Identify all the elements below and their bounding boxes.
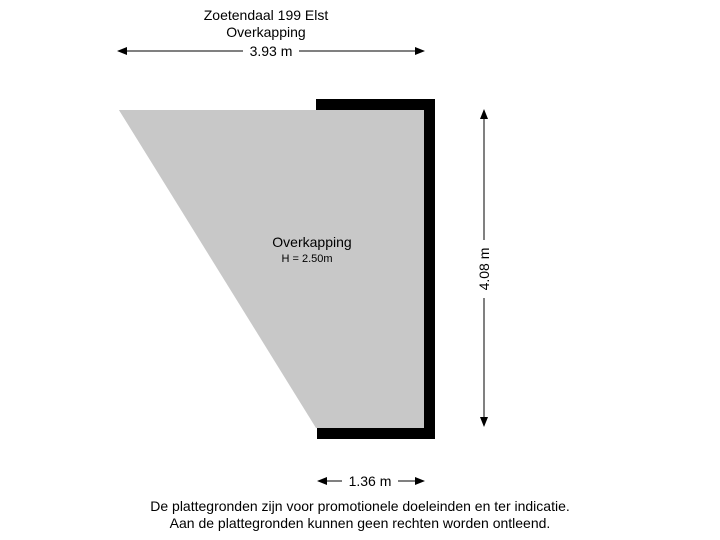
disclaimer-line-2: Aan de plattegronden kunnen geen rechten…	[169, 515, 551, 531]
wall-bottom	[317, 428, 435, 439]
plan-address: Zoetendaal 199 Elst	[203, 7, 329, 23]
wall-right	[424, 99, 435, 439]
right-dimension-label: 4.08 m	[476, 248, 492, 291]
room-name: Overkapping	[272, 234, 351, 250]
bottom-dimension: 1.36 m	[317, 473, 425, 489]
top-dimension: 3.93 m	[117, 43, 425, 59]
top-dimension-label: 3.93 m	[250, 43, 293, 59]
plan-floor-name: Overkapping	[226, 24, 306, 40]
room-area-body	[119, 110, 424, 428]
right-dimension: 4.08 m	[476, 109, 492, 427]
bottom-dimension-label: 1.36 m	[349, 473, 392, 489]
disclaimer-line-1: De plattegronden zijn voor promotionele …	[150, 498, 570, 514]
wall-top	[316, 99, 435, 110]
room-height: H = 2.50m	[281, 253, 332, 265]
walls	[316, 99, 435, 439]
